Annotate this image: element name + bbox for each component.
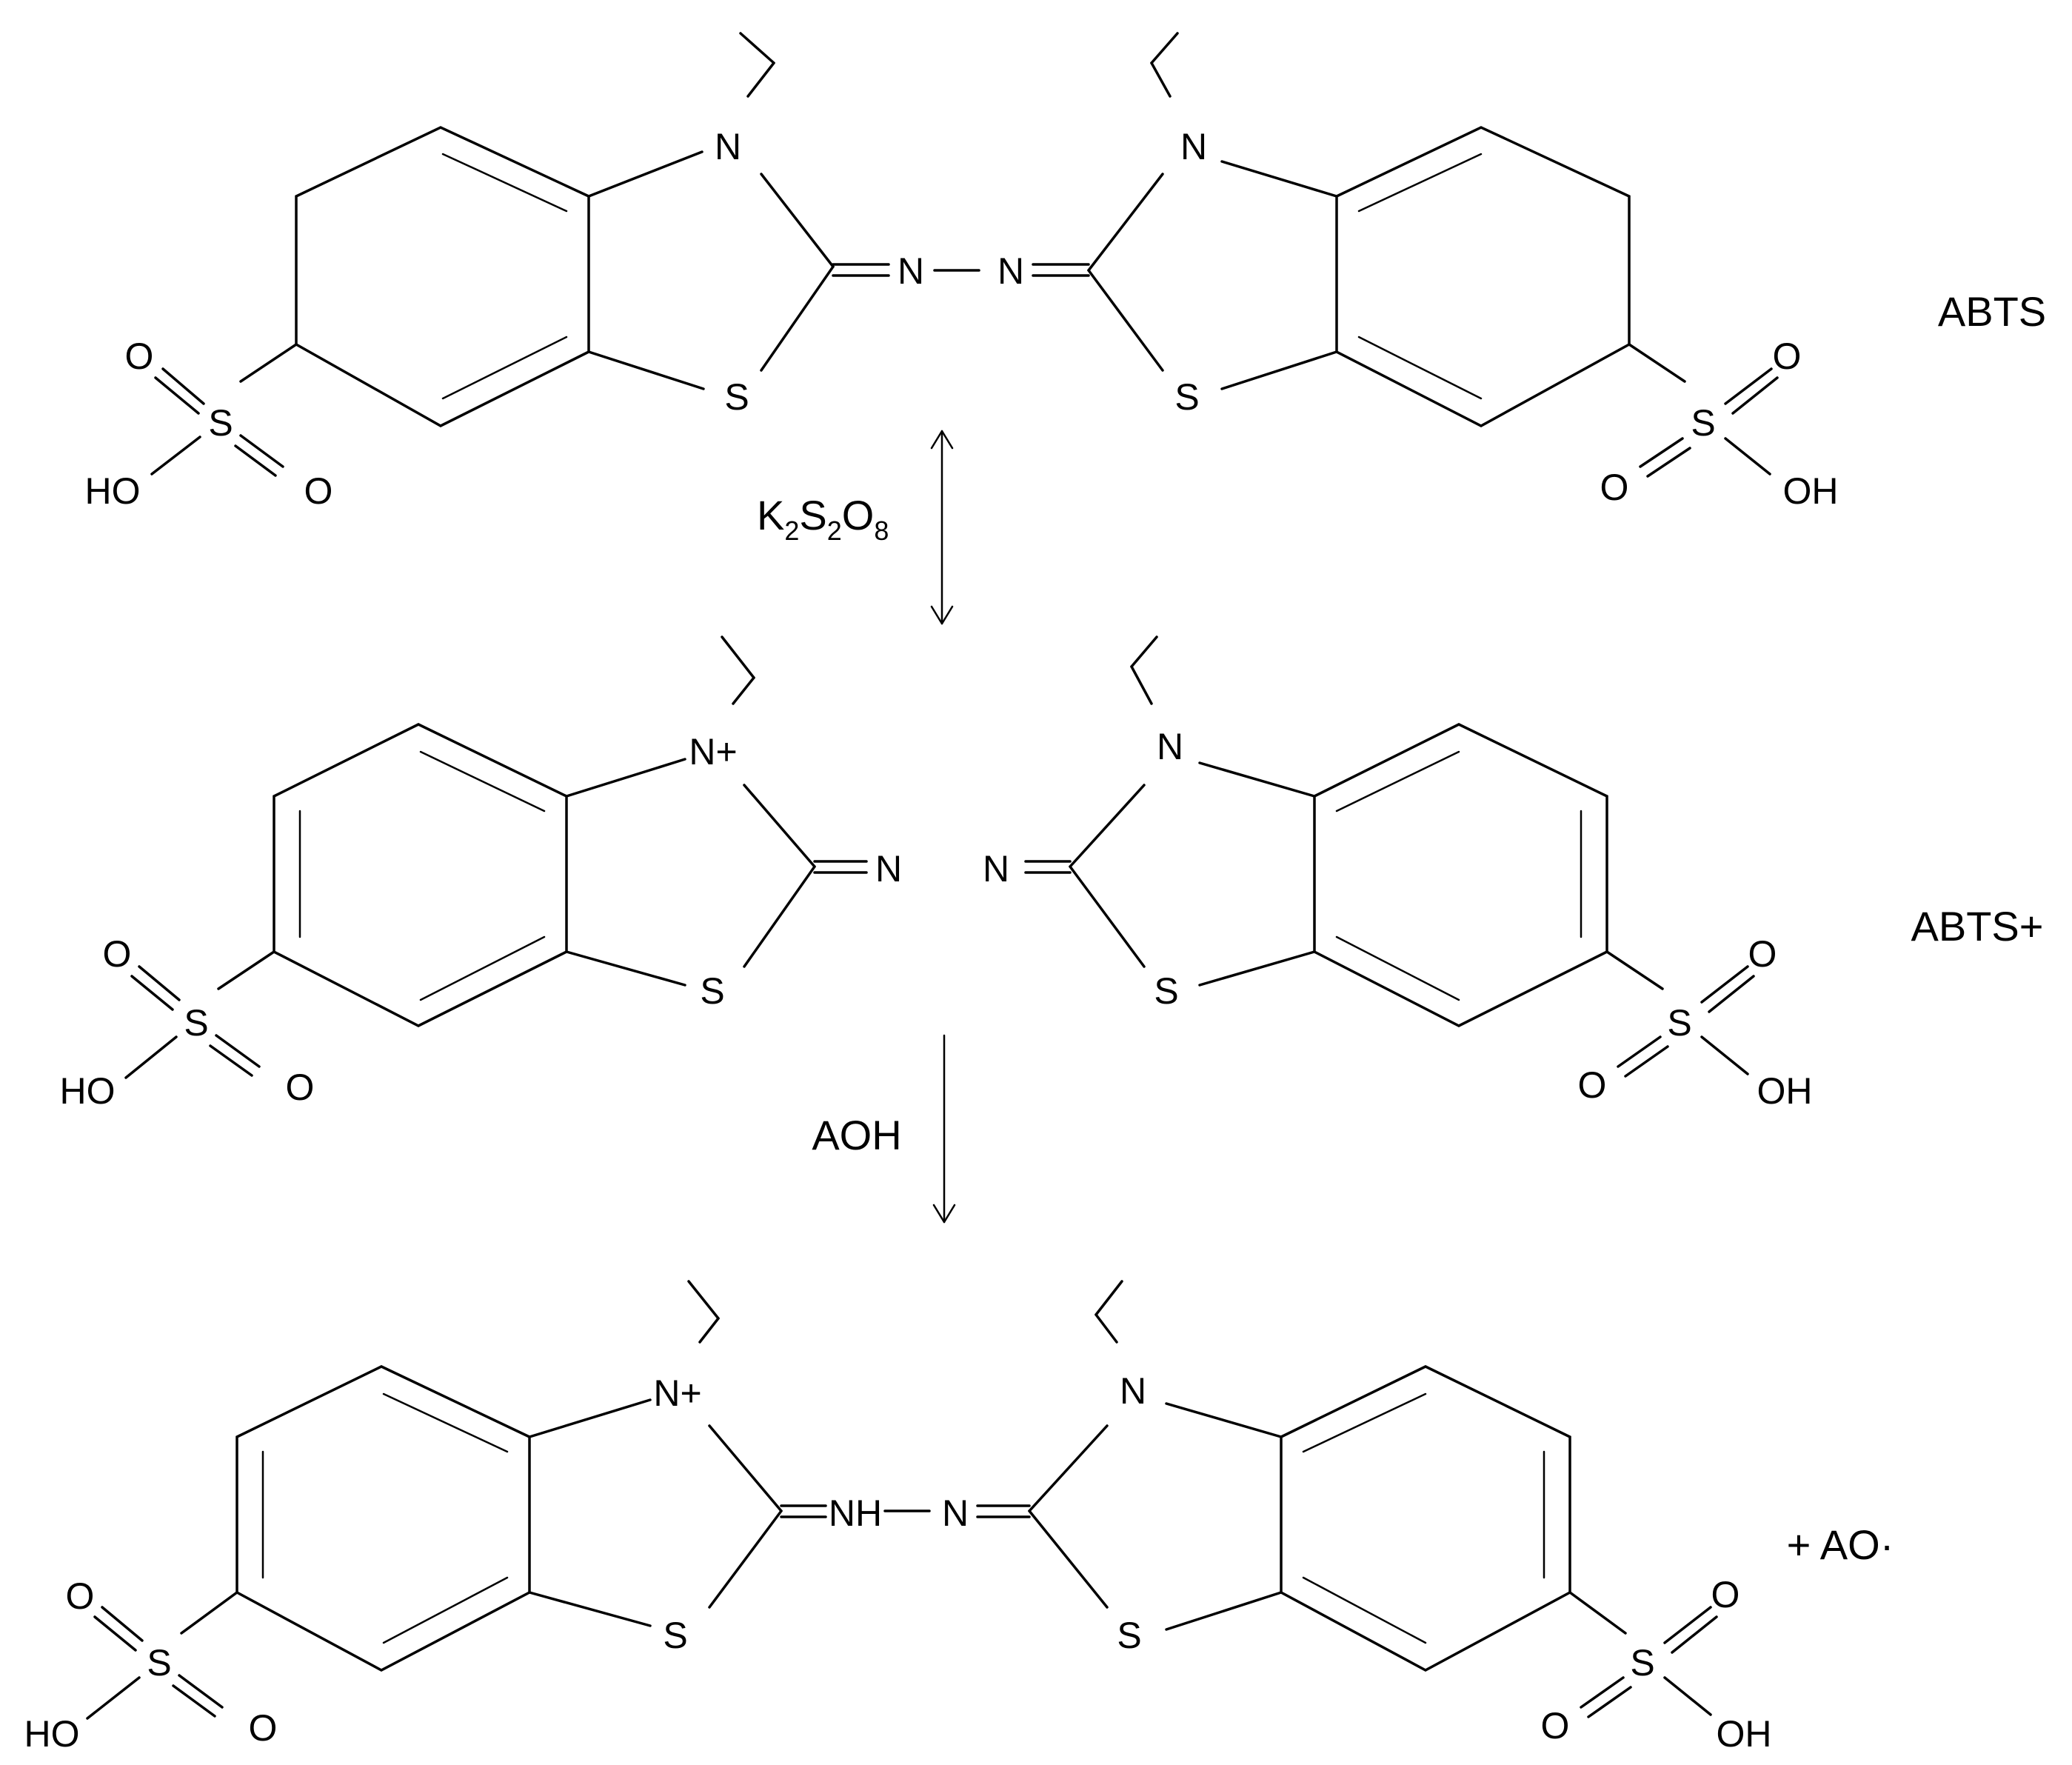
product-sulfo-right-o2: O (1541, 1705, 1570, 1746)
product-sulfo-left-oh: HO (24, 1713, 80, 1755)
abts-plus-n-imine-right: N (983, 848, 1009, 890)
abts-plus-right-benzothiazole (1069, 635, 1664, 1027)
abts-sulfo-left-o2: O (304, 470, 333, 512)
abts-n-left: N (715, 126, 741, 167)
abts-sulfo-left-oh: HO (85, 470, 141, 512)
product-sulfo-left-o2: O (249, 1707, 278, 1749)
product-sulfo-left-o1: O (66, 1575, 95, 1617)
reagent-s: S (799, 492, 826, 538)
abts-sulfo-right-s: S (1691, 402, 1715, 444)
abts-plus-sulfo-left-s: S (184, 1002, 208, 1044)
abts-plus-sulfo-left-oh: HO (60, 1070, 116, 1112)
abts-sulfo-right-o2: O (1600, 467, 1629, 508)
abts-plus-n-left: N+ (689, 731, 737, 773)
antioxidant-reagent: AOH (812, 1112, 901, 1158)
abts-s-right: S (1174, 376, 1199, 418)
product-nh: NH (829, 1492, 882, 1534)
structure-abts-radical-cation: N+ N S S N N S O O HO S O O OH ABTS+ (60, 635, 2044, 1112)
abts-label: ABTS (1938, 288, 2046, 335)
abts-plus-label: ABTS+ (1911, 903, 2044, 950)
reagent-k: K (757, 492, 784, 538)
abts-sulfo-left-s: S (208, 402, 233, 444)
product-s-left: S (663, 1615, 687, 1656)
abts-right-benzothiazole (1087, 32, 1686, 427)
abts-n-right: N (1180, 126, 1207, 167)
abts-plus-sulfo-right-s: S (1667, 1002, 1691, 1044)
structure-abts: N N S S N N S O O HO S O O OH ABTS (85, 32, 2046, 512)
abts-plus-s-right: S (1154, 970, 1178, 1012)
reagent-k-subscript: 2 (784, 516, 799, 546)
abts-plus-sulfo-right-oh: OH (1757, 1070, 1813, 1112)
abts-azo-n-right: N (997, 250, 1024, 292)
abts-sulfo-right-o1: O (1773, 336, 1802, 377)
product-s-right: S (1117, 1615, 1141, 1656)
abts-plus-left-benzothiazole (217, 635, 816, 1027)
reagent-o-subscript: 8 (874, 516, 889, 546)
abts-plus-sulfo-left-o2: O (286, 1067, 315, 1108)
abts-left-benzothiazole (239, 32, 835, 427)
product-right-benzothiazole (1028, 1280, 1627, 1672)
reagent-o: O (842, 492, 875, 538)
antioxidant-arrow: AOH (812, 1034, 956, 1224)
product-sulfo-right-oh: OH (1717, 1713, 1772, 1755)
product-sulfo-right-o1: O (1711, 1574, 1740, 1615)
product-left-benzothiazole (180, 1280, 783, 1672)
abts-plus-s-left: S (700, 970, 724, 1012)
abts-plus-n-imine-left: N (875, 848, 902, 890)
ao-radical-label: + AO· (1787, 1521, 1894, 1568)
product-n-left: N+ (653, 1372, 701, 1414)
product-sulfo-left-s: S (147, 1642, 171, 1684)
product-n-right: N (1120, 1370, 1146, 1412)
abts-plus-n-right: N (1157, 726, 1183, 767)
abts-azo-n-left: N (898, 250, 924, 292)
abts-plus-sulfo-left-o1: O (103, 933, 132, 975)
abts-s-left: S (724, 376, 749, 418)
abts-sulfo-left-o1: O (125, 336, 154, 377)
structure-reduced-product: N+ N S S NH N S O O HO S O O OH + AO· (24, 1280, 1894, 1755)
abts-plus-sulfo-right-o2: O (1578, 1064, 1607, 1106)
abts-plus-sulfo-right-o1: O (1748, 933, 1777, 975)
product-sulfo-right-s: S (1630, 1642, 1654, 1684)
abts-sulfo-right-oh: OH (1783, 470, 1839, 512)
product-n-imine-right: N (942, 1492, 969, 1534)
reagent-s-subscript: 2 (827, 516, 842, 546)
oxidation-arrow: K2S2O8 (757, 430, 954, 625)
oxidation-reagent: K2S2O8 (757, 492, 889, 546)
